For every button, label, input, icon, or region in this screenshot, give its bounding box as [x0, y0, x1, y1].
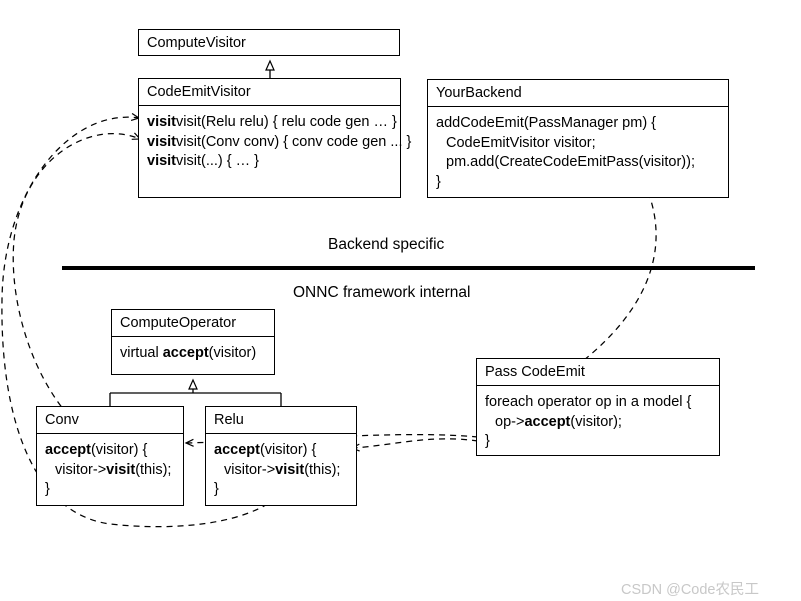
- box-compute-visitor[interactable]: ComputeVisitor: [138, 29, 400, 56]
- box-pass-code-emit[interactable]: Pass CodeEmit foreach operator op in a m…: [476, 358, 720, 456]
- member-accept: accept(visitor) {: [45, 442, 148, 459]
- box-relu[interactable]: Relu accept(visitor) { visitor->visit(th…: [205, 406, 357, 506]
- box-compute-operator-title: ComputeOperator: [120, 315, 237, 331]
- member-virtual-accept: virtual accept(visitor): [120, 345, 257, 362]
- band-label-onnc-framework-internal: ONNC framework internal: [293, 284, 471, 301]
- divider: [428, 106, 728, 108]
- box-compute-operator[interactable]: ComputeOperator virtual accept(visitor): [111, 309, 275, 375]
- code-line: pm.add(CreateCodeEmitPass(visitor));: [446, 154, 695, 171]
- box-compute-operator-body: virtual accept(visitor): [112, 337, 274, 370]
- box-code-emit-visitor-body: visitvisit(Relu relu) { relu code gen … …: [139, 106, 412, 178]
- band-divider: [62, 266, 755, 270]
- box-your-backend[interactable]: YourBackend addCodeEmit(PassManager pm) …: [427, 79, 729, 198]
- code-line-close: }: [485, 433, 490, 450]
- code-line-close: }: [45, 481, 50, 498]
- box-code-emit-visitor-title: CodeEmitVisitor: [147, 84, 251, 100]
- member-visit-ellipsis-text: visit(...) { … }: [176, 153, 260, 170]
- member-accept: accept(visitor) {: [214, 442, 317, 459]
- box-code-emit-visitor[interactable]: CodeEmitVisitor visitvisit(Relu relu) { …: [138, 78, 412, 198]
- code-line-close: }: [214, 481, 219, 498]
- code-line-accept: op->accept(visitor);: [495, 413, 622, 430]
- dashed-passcodeemit-to-relu-accept: [352, 438, 479, 448]
- code-line: }: [436, 173, 441, 190]
- box-conv-title: Conv: [45, 412, 79, 428]
- code-line-foreach: foreach operator op in a model {: [485, 394, 692, 411]
- box-relu-body: accept(visitor) { visitor->visit(this); …: [206, 434, 356, 506]
- divider: [112, 336, 274, 338]
- member-visit-conv-text: visit(Conv conv) { conv code gen ... }: [176, 133, 412, 150]
- box-pass-code-emit-title: Pass CodeEmit: [485, 364, 585, 380]
- code-line-visit: visitor->visit(this);: [224, 461, 341, 478]
- divider: [139, 105, 400, 107]
- box-compute-visitor-title: ComputeVisitor: [147, 35, 246, 51]
- box-pass-code-emit-body: foreach operator op in a model { op->acc…: [477, 386, 719, 458]
- divider: [477, 385, 719, 387]
- divider: [37, 433, 183, 435]
- box-conv-body: accept(visitor) { visitor->visit(this); …: [37, 434, 183, 506]
- box-your-backend-title: YourBackend: [436, 85, 522, 101]
- code-line-visit: visitor->visit(this);: [55, 461, 172, 478]
- band-label-backend-specific: Backend specific: [328, 236, 445, 253]
- member-visit-conv: visitvisit(Conv conv) { conv code gen ..…: [147, 133, 412, 150]
- code-line: addCodeEmit(PassManager pm) {: [436, 115, 657, 132]
- divider: [206, 433, 356, 435]
- box-your-backend-body: addCodeEmit(PassManager pm) { CodeEmitVi…: [428, 107, 728, 198]
- member-visit-relu-text: visit(Relu relu) { relu code gen … }: [176, 114, 397, 131]
- box-conv[interactable]: Conv accept(visitor) { visitor->visit(th…: [36, 406, 184, 506]
- code-line: CodeEmitVisitor visitor;: [446, 134, 596, 151]
- generalization-operators-computeoperator: [109, 378, 282, 406]
- member-visit-relu: visitvisit(Relu relu) { relu code gen … …: [147, 114, 397, 131]
- watermark: CSDN @Code农民工: [621, 582, 759, 598]
- box-relu-title: Relu: [214, 412, 244, 428]
- member-visit-ellipsis: visitvisit(...) { … }: [147, 153, 260, 170]
